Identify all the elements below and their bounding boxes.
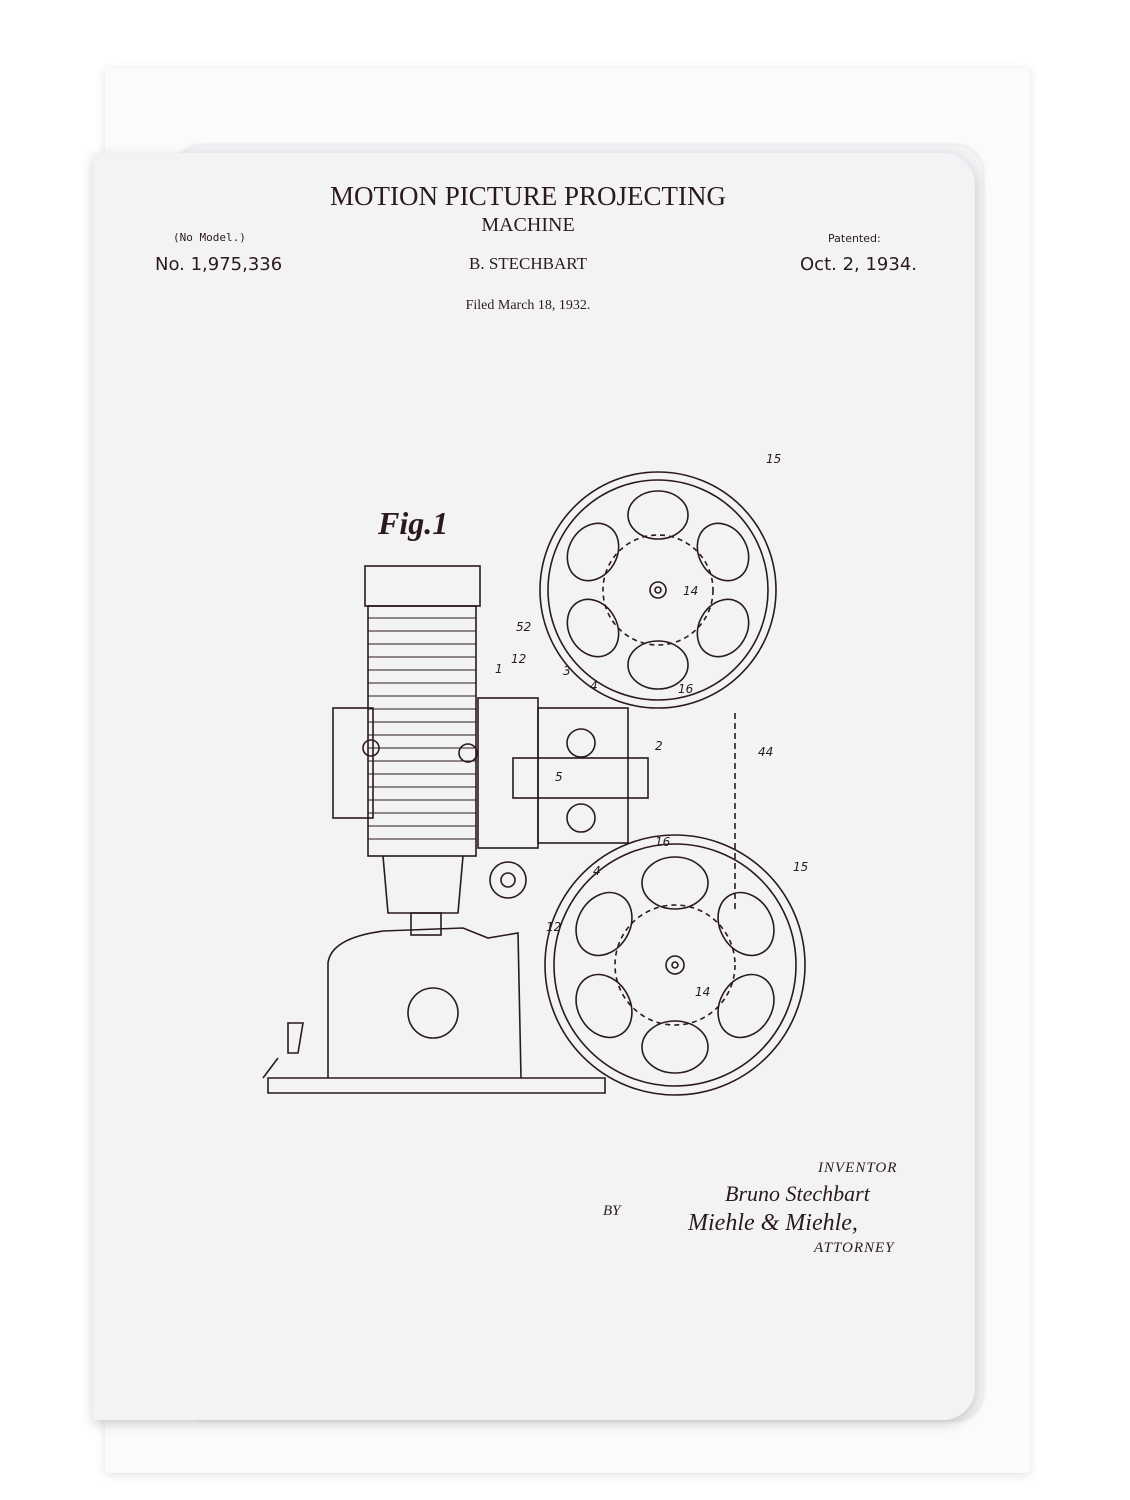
- callout-44: 44: [758, 745, 773, 759]
- inventor-label: INVENTOR: [818, 1160, 898, 1176]
- projector-drawing: 15 14 16 52 12 1 3 4 2 44 5 16 15 4 12 1…: [262, 452, 808, 1096]
- patent-subtitle: MACHINE: [481, 214, 575, 236]
- callout-15b: 15: [793, 860, 808, 874]
- callout-2: 2: [655, 739, 663, 753]
- callout-3: 3: [563, 664, 571, 678]
- callout-12b: 12: [546, 920, 561, 934]
- by-label: BY: [603, 1203, 621, 1219]
- callout-14b: 14: [695, 985, 710, 999]
- callout-12: 12: [511, 652, 526, 666]
- callout-15: 15: [766, 452, 781, 466]
- attorney-label: ATTORNEY: [814, 1240, 895, 1256]
- filed-date: Filed March 18, 1932.: [465, 298, 591, 313]
- mechanism: [332, 697, 649, 899]
- callout-4: 4: [590, 679, 598, 693]
- inventor-name: B. STECHBART: [469, 254, 587, 273]
- callout-14: 14: [683, 584, 698, 598]
- patented-label: Patented:: [828, 232, 881, 245]
- callout-1: 1: [495, 662, 503, 676]
- patented-date: Oct. 2, 1934.: [800, 254, 917, 275]
- attorney-signature: Miehle & Miehle,: [688, 1210, 858, 1236]
- upper-reel: [539, 471, 777, 709]
- projector-base: [262, 927, 606, 1094]
- lens-column: [364, 565, 481, 936]
- callout-52: 52: [516, 620, 531, 634]
- patent-number: No. 1,975,336: [155, 254, 283, 275]
- callout-16: 16: [678, 682, 694, 696]
- greeting-card: MOTION PICTURE PROJECTING MACHINE (No Mo…: [93, 153, 975, 1420]
- figure-label: Fig.1: [378, 505, 449, 541]
- callout-5: 5: [555, 770, 563, 784]
- lower-reel: [544, 834, 806, 1096]
- inventor-signature: Bruno Stechbart: [725, 1181, 870, 1206]
- patent-title: MOTION PICTURE PROJECTING: [329, 181, 727, 211]
- model-note: (No Model.): [173, 231, 246, 244]
- callout-4b: 4: [593, 864, 601, 878]
- callout-16b: 16: [655, 835, 671, 849]
